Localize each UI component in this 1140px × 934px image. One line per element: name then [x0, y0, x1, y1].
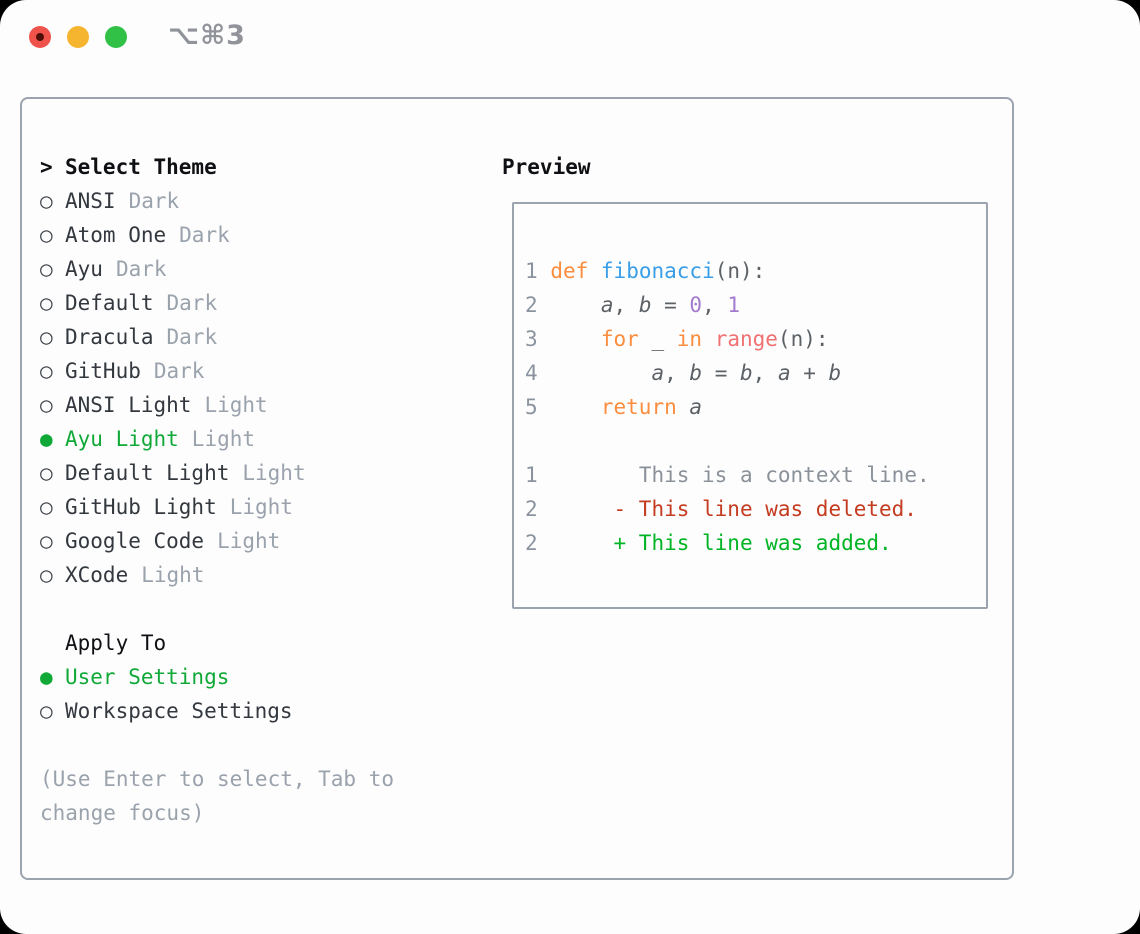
- variant-label: Dark: [179, 223, 230, 247]
- variant-label: Light: [204, 393, 268, 417]
- select-theme-header: > Select Theme: [40, 150, 440, 184]
- radio-icon: ○: [40, 325, 53, 349]
- option-label: Default Light: [65, 461, 230, 485]
- option-label: Dracula: [65, 325, 154, 349]
- option-label: GitHub: [65, 359, 141, 383]
- preview-title: Preview: [502, 150, 591, 184]
- option-label: ANSI Light: [65, 393, 192, 417]
- variant-label: Light: [242, 461, 306, 485]
- spacer: [40, 728, 440, 762]
- preview-box: 1 def fibonacci(n): 2 a, b = 0, 1 3 for _ …: [512, 202, 988, 609]
- theme-option-ayu[interactable]: ○ Ayu Dark: [40, 252, 440, 286]
- option-label: Default: [65, 291, 154, 315]
- code-line-4: 4 a, b = b, a + b: [525, 361, 842, 385]
- code-line-1: 1 def fibonacci(n):: [525, 259, 766, 283]
- close-button[interactable]: [29, 26, 51, 48]
- variant-label: Dark: [128, 189, 180, 213]
- radio-selected-icon: ●: [40, 665, 53, 689]
- option-label: Atom One: [65, 223, 167, 247]
- diff-added-line: 2 + This line was added.: [525, 531, 892, 555]
- option-label: ANSI: [65, 189, 116, 213]
- diff-context-line: 1 This is a context line.: [525, 463, 930, 487]
- radio-icon: ○: [40, 393, 53, 417]
- theme-option-ansi[interactable]: ○ ANSI Dark: [40, 184, 440, 218]
- apply-option-user-settings[interactable]: ● User Settings: [40, 660, 440, 694]
- option-label: GitHub Light: [65, 495, 217, 519]
- variant-label: Light: [229, 495, 293, 519]
- code-line-3: 3 for _ in range(n):: [525, 327, 829, 351]
- theme-option-ansi-light[interactable]: ○ ANSI Light Light: [40, 388, 440, 422]
- apply-to-list: ● User Settings ○ Workspace Settings: [40, 660, 440, 728]
- variant-label: Dark: [153, 359, 205, 383]
- traffic-lights: [29, 26, 127, 48]
- code-line-5: 5 return a: [525, 395, 703, 419]
- option-label: Ayu: [65, 257, 103, 281]
- theme-option-default-light[interactable]: ○ Default Light Light: [40, 456, 440, 490]
- prompt-caret-icon: >: [40, 155, 53, 179]
- variant-label: Dark: [166, 291, 218, 315]
- option-label: Google Code: [65, 529, 205, 553]
- radio-icon: ○: [40, 189, 53, 213]
- theme-option-google-code[interactable]: ○ Google Code Light: [40, 524, 440, 558]
- variant-label: Dark: [115, 257, 167, 281]
- hint-text: (Use Enter to select, Tab to change focu…: [40, 767, 395, 825]
- radio-icon: ○: [40, 223, 53, 247]
- select-theme-title: Select Theme: [65, 155, 217, 179]
- apply-to-title: Apply To: [65, 631, 167, 655]
- code-line-2: 2 a, b = 0, 1: [525, 293, 741, 317]
- zoom-button[interactable]: [105, 26, 127, 48]
- window-title-shortcut: ⌥⌘3: [168, 20, 246, 51]
- theme-option-default[interactable]: ○ Default Dark: [40, 286, 440, 320]
- radio-icon: ○: [40, 699, 53, 723]
- radio-icon: ○: [40, 495, 53, 519]
- variant-label: Dark: [166, 325, 218, 349]
- theme-option-ayu-light[interactable]: ● Ayu Light Light: [40, 422, 440, 456]
- variant-label: Light: [191, 427, 256, 451]
- spacer: [40, 592, 440, 626]
- radio-icon: ○: [40, 291, 53, 315]
- option-label: Workspace Settings: [65, 699, 293, 723]
- blank-line: [525, 424, 986, 458]
- unsaved-changes-dot-icon: [36, 33, 44, 41]
- apply-option-workspace-settings[interactable]: ○ Workspace Settings: [40, 694, 440, 728]
- variant-label: Light: [217, 529, 281, 553]
- preview-title-label: Preview: [502, 155, 591, 179]
- apply-to-header: Apply To: [40, 626, 440, 660]
- theme-option-github[interactable]: ○ GitHub Dark: [40, 354, 440, 388]
- radio-icon: ○: [40, 359, 53, 383]
- radio-icon: ○: [40, 461, 53, 485]
- theme-option-dracula[interactable]: ○ Dracula Dark: [40, 320, 440, 354]
- radio-icon: ○: [40, 257, 53, 281]
- radio-icon: ○: [40, 529, 53, 553]
- diff-deleted-line: 2 - This line was deleted.: [525, 497, 917, 521]
- option-label: Ayu Light: [65, 427, 179, 451]
- code-preview: 1 def fibonacci(n): 2 a, b = 0, 1 3 for _ …: [514, 204, 986, 560]
- option-label: XCode: [65, 563, 129, 587]
- option-label: User Settings: [65, 665, 230, 689]
- theme-option-xcode[interactable]: ○ XCode Light: [40, 558, 440, 592]
- minimize-button[interactable]: [67, 26, 89, 48]
- radio-selected-icon: ●: [40, 427, 53, 451]
- theme-option-atom-one[interactable]: ○ Atom One Dark: [40, 218, 440, 252]
- theme-option-github-light[interactable]: ○ GitHub Light Light: [40, 490, 440, 524]
- variant-label: Light: [141, 563, 205, 587]
- radio-icon: ○: [40, 563, 53, 587]
